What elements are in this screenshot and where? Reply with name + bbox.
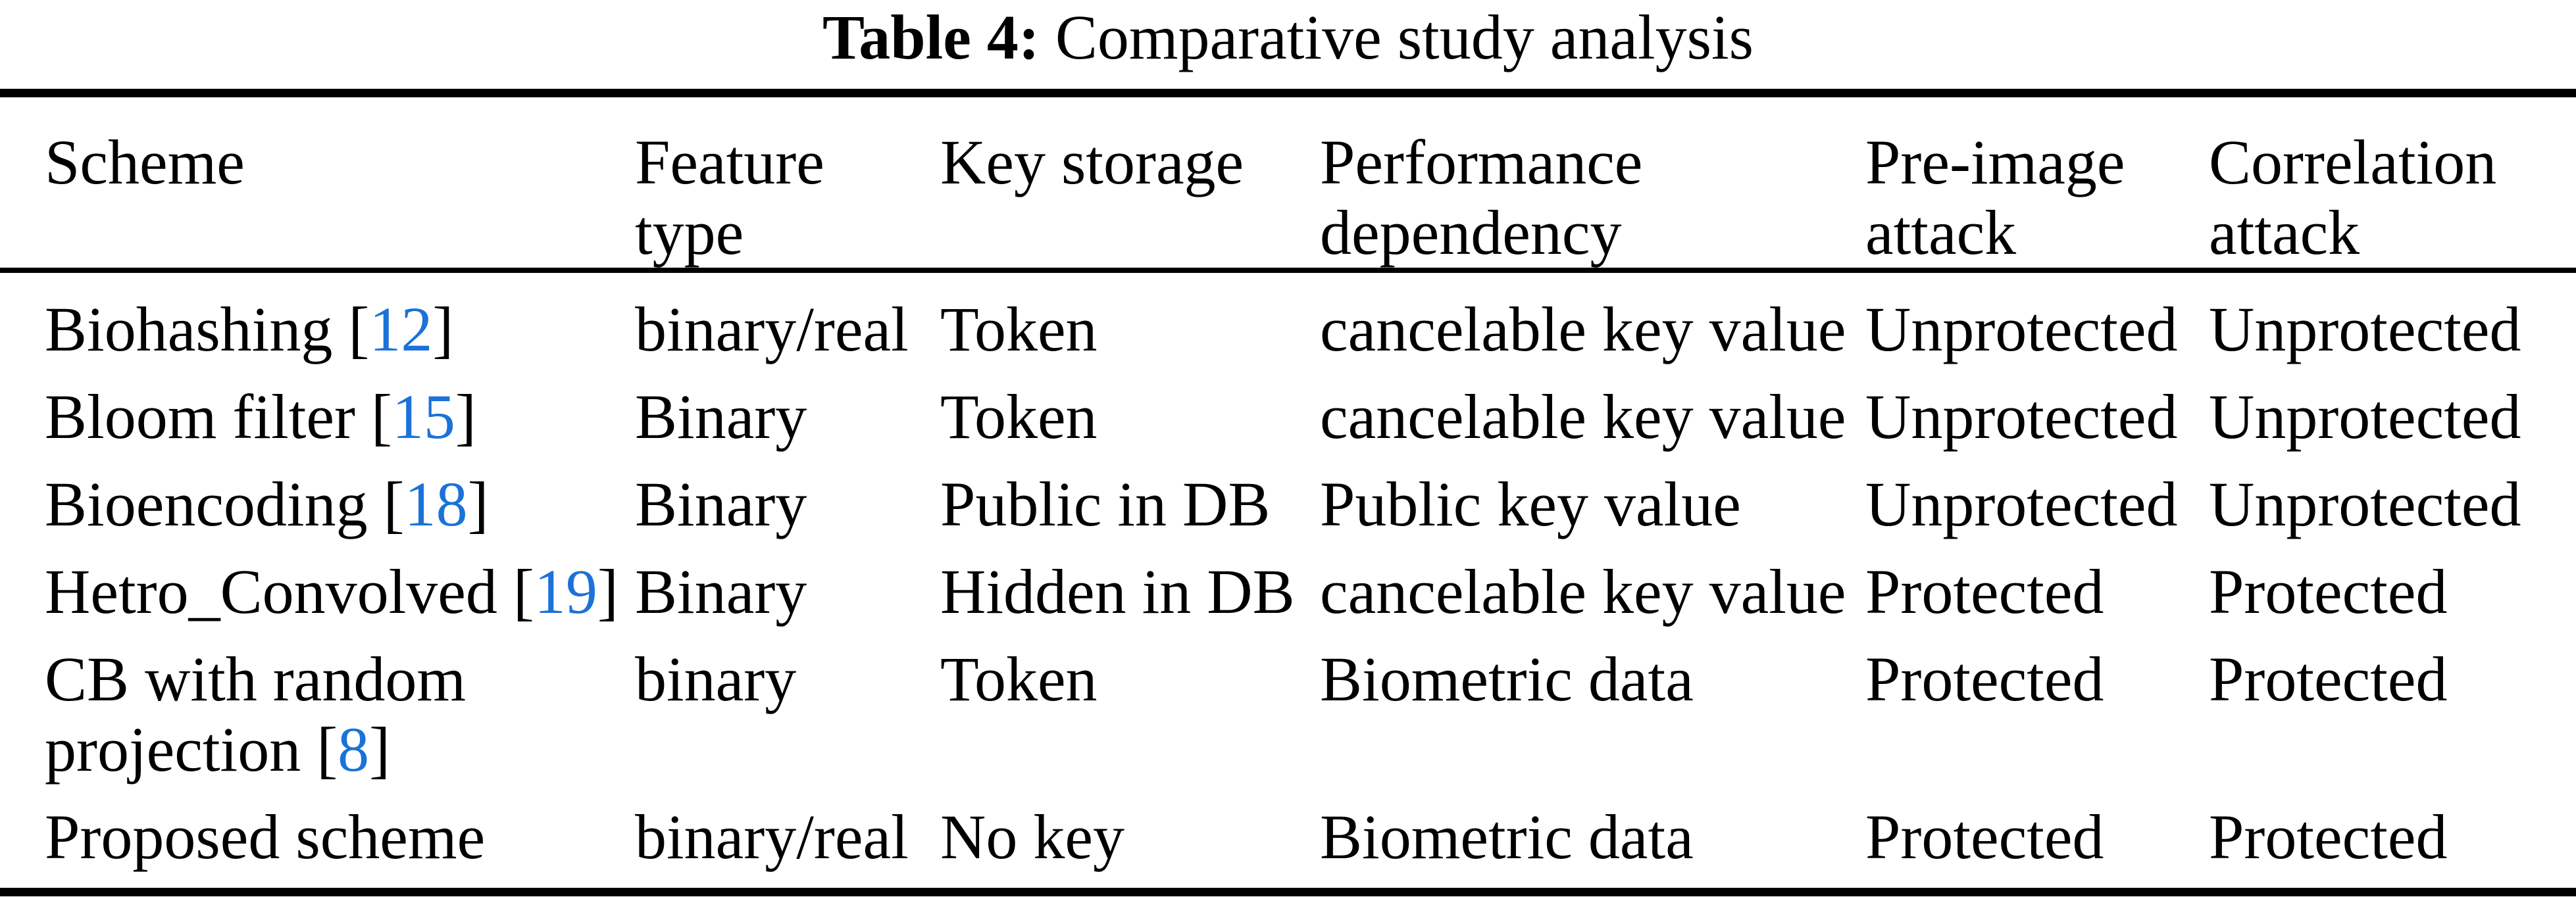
cell-pre-image-attack: Unprotected <box>1865 294 2178 364</box>
cell-performance-dependency: cancelable key value <box>1320 381 1846 452</box>
cell-feature-type: Binary <box>635 469 807 539</box>
cell-key-storage: No key <box>940 802 1124 872</box>
cell-key-storage: Token <box>940 294 1098 364</box>
cell-performance-dependency: Biometric data <box>1320 644 1694 714</box>
scheme-name: Biohashing [ <box>45 294 370 364</box>
comparative-study-table: Scheme Feature type Key storage Performa… <box>0 89 2576 896</box>
cell-correlation-attack: Unprotected <box>2209 294 2521 364</box>
table-row: Proposed scheme binary/real No key Biome… <box>0 793 2576 892</box>
column-header-performance-dependency: Performance dependency <box>1320 93 1865 273</box>
scheme-name: Bioencoding [ <box>45 469 405 539</box>
cell-feature-type: binary/real <box>635 294 909 364</box>
cell-correlation-attack: Unprotected <box>2209 469 2521 539</box>
cell-performance-dependency: cancelable key value <box>1320 294 1846 364</box>
citation-link[interactable]: 15 <box>391 381 455 452</box>
cell-key-storage: Hidden in DB <box>940 556 1295 627</box>
column-header-correlation-attack: Correlation attack <box>2209 93 2576 273</box>
cell-performance-dependency: Public key value <box>1320 469 1741 539</box>
header-row: Scheme Feature type Key storage Performa… <box>0 93 2576 273</box>
table-row: Bioencoding [18] Binary Public in DB Pub… <box>0 460 2576 548</box>
scheme-name: Bloom filter [ <box>45 381 392 452</box>
cell-pre-image-attack: Unprotected <box>1865 469 2178 539</box>
cell-correlation-attack: Unprotected <box>2209 381 2521 452</box>
cell-scheme: Proposed scheme <box>0 793 635 892</box>
cell-key-storage: Public in DB <box>940 469 1271 539</box>
citation-link[interactable]: 8 <box>338 714 370 785</box>
scheme-bracket-close: ] <box>455 381 476 452</box>
cell-feature-type: binary <box>635 644 797 714</box>
cell-performance-dependency: Biometric data <box>1320 802 1694 872</box>
scheme-bracket-close: ] <box>369 714 391 785</box>
table-row: Bloom filter [15] Binary Token cancelabl… <box>0 373 2576 460</box>
table-row: Biohashing [12] binary/real Token cancel… <box>0 270 2576 373</box>
cell-key-storage: Token <box>940 381 1098 452</box>
column-header-pre-image-attack: Pre-image attack <box>1865 93 2209 273</box>
table-body: Biohashing [12] binary/real Token cancel… <box>0 270 2576 892</box>
cell-correlation-attack: Protected <box>2209 802 2448 872</box>
scheme-bracket-close: ] <box>467 469 489 539</box>
table-caption-label: Table 4: <box>822 2 1040 72</box>
citation-link[interactable]: 18 <box>404 469 468 539</box>
cell-scheme: CB with random projection [8] <box>0 635 635 793</box>
column-header-key-storage: Key storage <box>940 93 1320 273</box>
cell-pre-image-attack: Protected <box>1865 802 2104 872</box>
cell-pre-image-attack: Protected <box>1865 556 2104 627</box>
cell-feature-type: Binary <box>635 381 807 452</box>
cell-pre-image-attack: Unprotected <box>1865 381 2178 452</box>
cell-feature-type: Binary <box>635 556 807 627</box>
cell-scheme: Hetro_Convolved [19] <box>0 548 635 635</box>
citation-link[interactable]: 19 <box>534 556 597 627</box>
cell-scheme: Bioencoding [18] <box>0 460 635 548</box>
column-header-feature-type: Feature type <box>635 93 940 273</box>
citation-link[interactable]: 12 <box>369 294 433 364</box>
cell-pre-image-attack: Protected <box>1865 644 2104 714</box>
table-row: CB with random projection [8] binary Tok… <box>0 635 2576 793</box>
table-header: Scheme Feature type Key storage Performa… <box>0 93 2576 273</box>
table-caption-text: Comparative study analysis <box>1055 2 1754 72</box>
column-header-scheme: Scheme <box>0 93 635 273</box>
scheme-name: Hetro_Convolved [ <box>45 556 534 627</box>
cell-feature-type: binary/real <box>635 802 909 872</box>
cell-scheme: Bloom filter [15] <box>0 373 635 460</box>
scheme-name: Proposed scheme <box>45 802 486 872</box>
cell-correlation-attack: Protected <box>2209 556 2448 627</box>
table-row: Hetro_Convolved [19] Binary Hidden in DB… <box>0 548 2576 635</box>
cell-correlation-attack: Protected <box>2209 644 2448 714</box>
cell-scheme: Biohashing [12] <box>0 270 635 373</box>
cell-key-storage: Token <box>940 644 1098 714</box>
cell-performance-dependency: cancelable key value <box>1320 556 1846 627</box>
scheme-bracket-close: ] <box>432 294 454 364</box>
scheme-bracket-close: ] <box>597 556 619 627</box>
scheme-name: CB with random projection [ <box>45 644 466 785</box>
table-caption: Table 4:Comparative study analysis <box>0 1 2576 74</box>
